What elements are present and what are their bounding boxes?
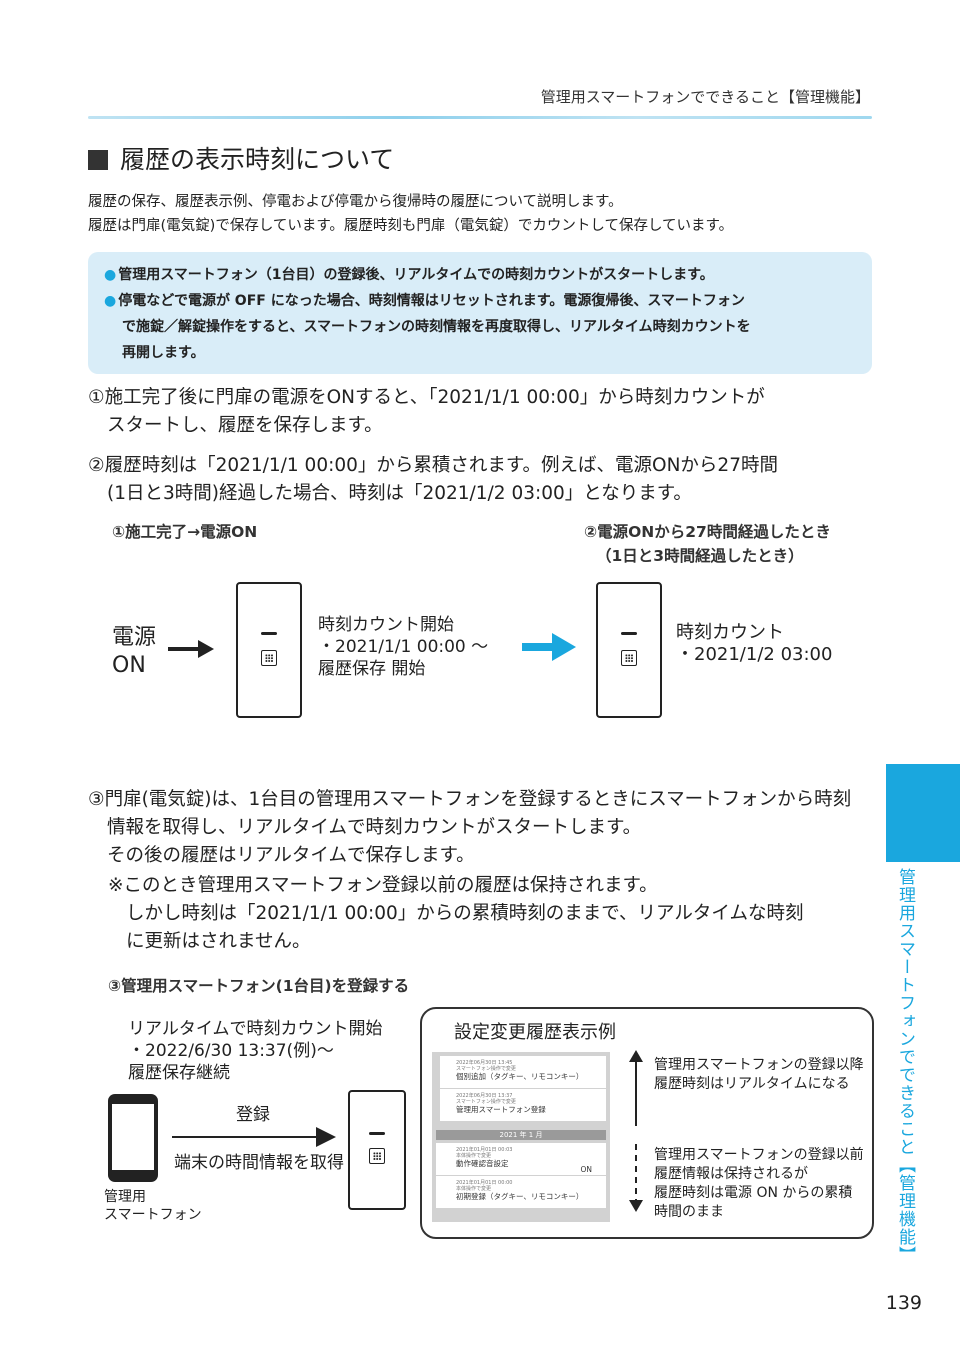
note-item-2-cont2: 再開します。	[122, 345, 205, 361]
history-list: 2022年06月30日 13:45 スマートフォン操作で変更 個別追加（タグキー…	[432, 1052, 610, 1222]
smartphone-icon	[108, 1094, 158, 1182]
diagram1-right-caption-1: ②電源ONから27時間経過したとき	[584, 523, 831, 541]
count-start-text: 時刻カウント開始 ・2021/1/1 00:00 〜 履歴保存 開始	[318, 615, 489, 679]
diagram2-caption: ③管理用スマートフォン(1台目)を登録する	[108, 977, 410, 995]
arrow-down-icon	[629, 1200, 643, 1212]
chapter-label: 管理用スマートフォンでできること【管理機能】	[895, 868, 915, 1264]
note-item-2: ●停電などで電源が OFF になった場合、時刻情報はリセットされます。電源復帰後…	[104, 293, 745, 309]
month-separator: 2021 年 1 月	[436, 1130, 606, 1140]
intro-line-1: 履歴の保存、履歴表示例、停電および停電から復帰時の履歴について説明します。	[88, 194, 623, 210]
step-1: ①施工完了後に門扉の電源をONすると、「2021/1/1 00:00」から時刻カ…	[88, 387, 765, 436]
section-title-text: 履歴の表示時刻について	[120, 145, 395, 174]
history-title: 設定変更履歴表示例	[454, 1022, 616, 1043]
header-rule	[88, 116, 872, 119]
card-slot-icon	[261, 632, 277, 635]
note-item-2-cont: で施錠／解錠操作をすると、スマートフォンの時刻情報を再度取得し、リアルタイム時刻…	[122, 319, 751, 335]
note-item-1: ●管理用スマートフォン（1台目）の登録後、リアルタイムでの時刻カウントがスタート…	[104, 267, 714, 283]
history-entry: 2021年01月01日 00:03 本体操作で変更 動作確認音設定 ON	[436, 1143, 606, 1175]
keypad-icon	[369, 1148, 385, 1164]
section-title: 履歴の表示時刻について	[88, 140, 394, 176]
step-2: ②履歴時刻は「2021/1/1 00:00」から累積されます。例えば、電源ONか…	[88, 455, 778, 504]
arrow-up-icon	[629, 1050, 643, 1062]
gate-lock-unit	[236, 582, 302, 718]
step-3-note: ※このとき管理用スマートフォン登録以前の履歴は保持されます。 しかし時刻は「20…	[108, 875, 804, 952]
history-entry: 2021年01月01日 00:00 本体操作で変更 初期登録（タグキー、リモコン…	[436, 1176, 606, 1208]
arrow-right-blue-icon	[522, 633, 576, 661]
get-time-label: 端末の時間情報を取得	[174, 1153, 344, 1173]
card-slot-icon	[621, 632, 637, 635]
realtime-start-text: リアルタイムで時刻カウント開始 ・2022/6/30 13:37(例)〜 履歴保…	[128, 1019, 383, 1083]
history-entry: 2022年06月30日 13:45 スマートフォン操作で変更 個別追加（タグキー…	[440, 1056, 606, 1088]
register-label: 登録	[236, 1105, 270, 1125]
history-entry: 2022年06月30日 13:37 スマートフォン操作で変更 管理用スマートフォ…	[440, 1089, 606, 1121]
square-bullet-icon	[88, 150, 108, 170]
diagram1-right-caption-2: （1日と3時間経過したとき）	[596, 547, 804, 565]
chapter-tab	[886, 764, 960, 862]
page-number: 139	[885, 1292, 922, 1314]
intro-line-2: 履歴は門扉(電気錠)で保存しています。履歴時刻も門扉（電気錠）でカウントして保存…	[88, 218, 734, 234]
bullet-icon: ●	[104, 293, 117, 309]
before-register-note: 管理用スマートフォンの登録以前 履歴情報は保持されるが 履歴時刻は電源 ON か…	[654, 1147, 864, 1220]
after-register-note: 管理用スマートフォンの登録以降 履歴時刻はリアルタイムになる	[654, 1057, 864, 1092]
keypad-icon	[621, 650, 637, 666]
keypad-icon	[261, 650, 277, 666]
gate-lock-unit-later	[596, 582, 662, 718]
timeline-arrows	[629, 1050, 643, 1212]
running-header: 管理用スマートフォンでできること【管理機能】	[540, 88, 870, 106]
diagram1-left-caption: ①施工完了→電源ON	[112, 523, 258, 541]
power-on-label: 電源 ON	[112, 625, 157, 678]
arrow-right-icon	[172, 1127, 336, 1147]
note-box: ●管理用スマートフォン（1台目）の登録後、リアルタイムでの時刻カウントがスタート…	[88, 252, 872, 374]
arrow-right-icon	[168, 640, 214, 658]
smartphone-label: 管理用 スマートフォン	[104, 1189, 202, 1223]
count-after-text: 時刻カウント ・2021/1/2 03:00	[676, 622, 833, 665]
gate-lock-unit-register	[348, 1090, 406, 1210]
step-3: ③門扉(電気錠)は、1台目の管理用スマートフォンを登録するときにスマートフォンか…	[88, 789, 852, 866]
phone-screen	[112, 1104, 154, 1170]
bullet-icon: ●	[104, 267, 117, 283]
card-slot-icon	[369, 1132, 385, 1135]
